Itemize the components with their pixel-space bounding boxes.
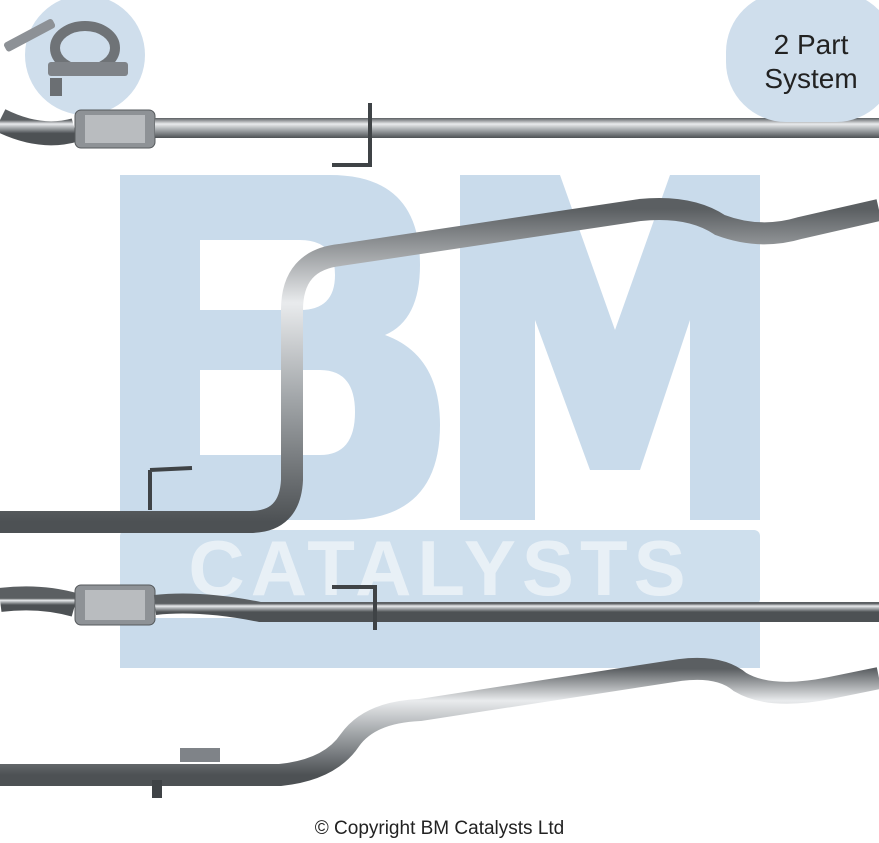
watermark-subtitle: CATALYSTS (188, 524, 691, 612)
rear-pipe-section-2 (0, 657, 879, 798)
front-pipe-section-2 (0, 584, 879, 630)
exhaust-clamp-icon (3, 0, 145, 115)
copyright-notice: © Copyright BM Catalysts Ltd (314, 818, 565, 839)
system-badge: 2 Part System (726, 0, 879, 122)
front-pipe-section (0, 103, 879, 167)
badge-line-2: System (764, 63, 858, 94)
rear-pipe-section (0, 198, 879, 533)
badge-line-1: 2 Part (773, 29, 849, 60)
